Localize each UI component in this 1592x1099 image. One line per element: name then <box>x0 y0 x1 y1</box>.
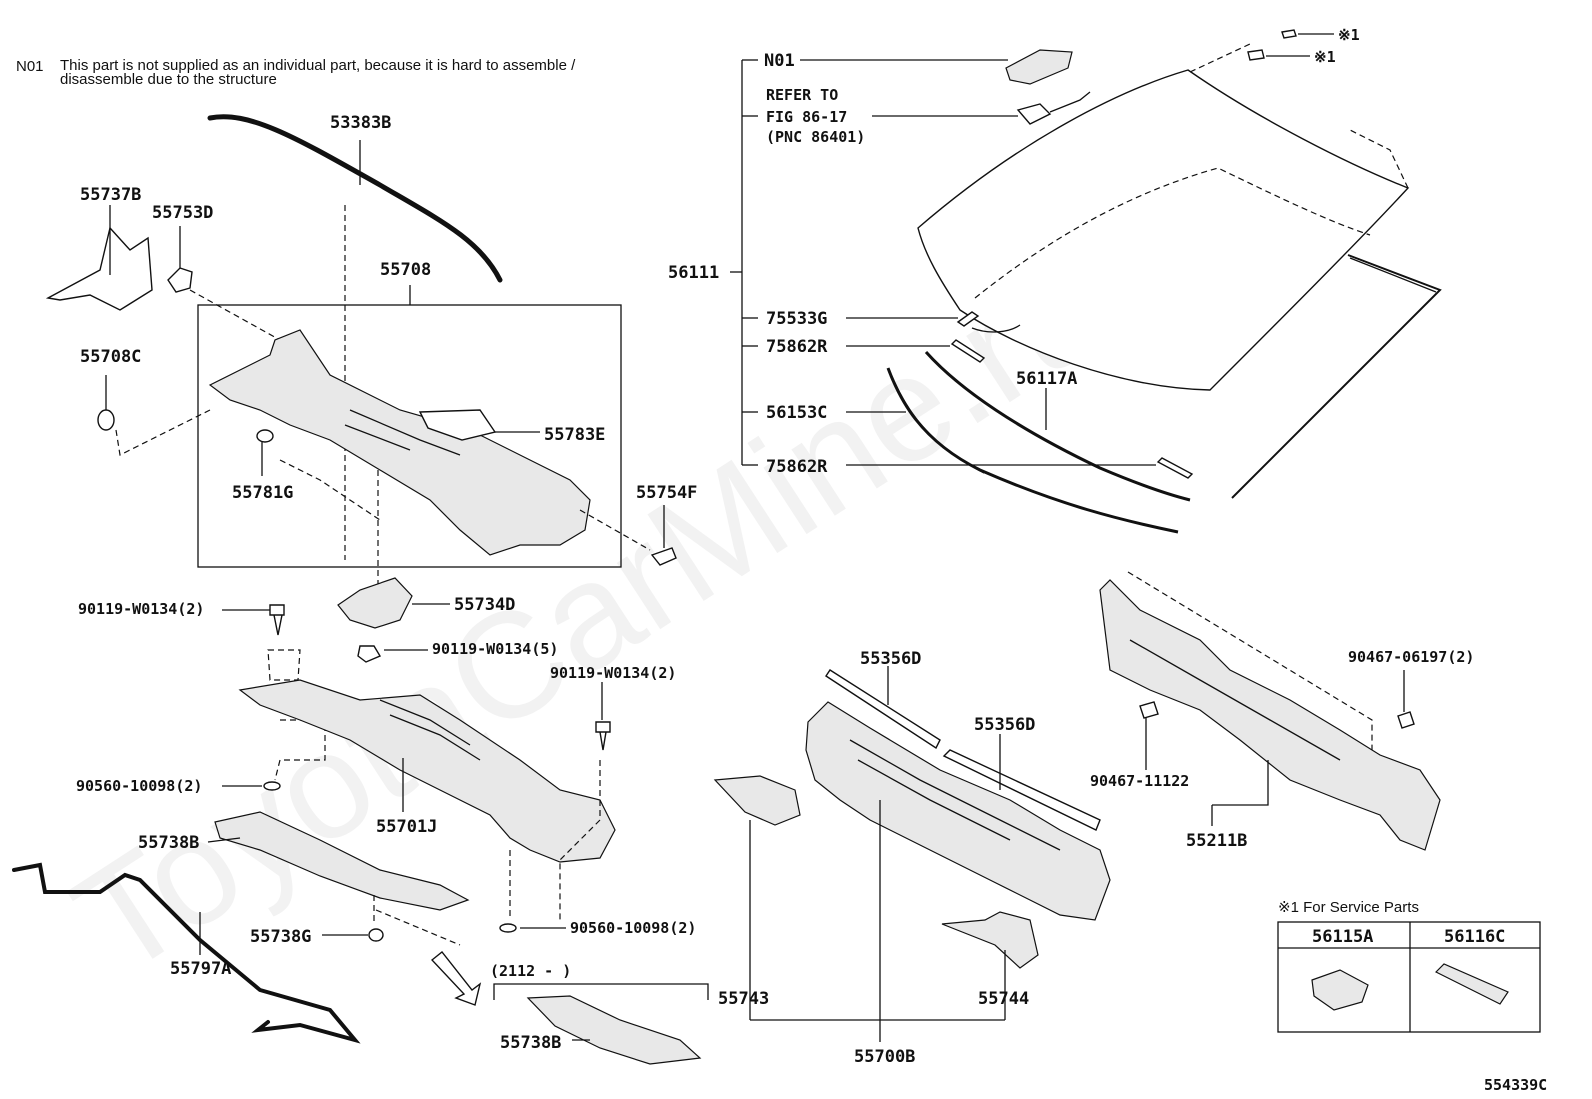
label-56117A: 56117A <box>1016 369 1077 389</box>
part-75862R-a <box>950 339 986 363</box>
part-56117A-lower <box>924 350 1191 502</box>
part-55211B-cowl-reinforcement <box>1099 579 1441 851</box>
part-55708-cowl-top <box>208 329 591 556</box>
label-53383B: 53383B <box>330 113 391 133</box>
part-55781G-clip <box>256 429 274 443</box>
part-56111-windshield-glass <box>917 69 1410 391</box>
label-90119-W0134-2b: 90119-W0134(2) <box>550 664 676 682</box>
label-90560-10098-a: 90560-10098(2) <box>76 777 202 795</box>
part-55753D-clip <box>167 267 193 293</box>
label-55743: 55743 <box>718 989 769 1009</box>
note-line-1: This part is not supplied as an individu… <box>60 57 576 74</box>
note-code: N01 <box>16 58 44 75</box>
clip-90560-b <box>499 923 517 933</box>
label-55700B: 55700B <box>854 1047 915 1067</box>
part-55356D-strip-a <box>825 669 941 750</box>
part-75533G-strip <box>956 311 980 327</box>
group-55708-box <box>197 304 622 568</box>
label-55734D: 55734D <box>454 595 515 615</box>
label-55738B: 55738B <box>138 833 199 853</box>
reference-line-3: (PNC 86401) <box>766 128 865 146</box>
part-56116C-spacer <box>1434 963 1509 1005</box>
service-table <box>1277 921 1541 1033</box>
note-line-2: disassemble due to the structure <box>60 71 277 88</box>
part-56117A-moulding <box>1231 254 1442 499</box>
label-55783E: 55783E <box>544 425 605 445</box>
part-55738B-seal <box>214 811 470 911</box>
part-55734D-duct <box>337 577 413 629</box>
part-55754F-bracket <box>650 547 677 566</box>
bolt-90119-b <box>357 645 382 663</box>
label-mark1-b: ※1 <box>1314 48 1336 66</box>
label-90467-06197: 90467-06197(2) <box>1348 648 1474 666</box>
label-55708: 55708 <box>380 260 431 280</box>
label-55708C: 55708C <box>80 347 141 367</box>
label-mark1-a: ※1 <box>1338 26 1360 44</box>
part-55708C-clip <box>97 409 115 431</box>
label-55781G: 55781G <box>232 483 293 503</box>
label-90119-W0134-2a: 90119-W0134(2) <box>78 600 204 618</box>
service-table-title: ※1 For Service Parts <box>1278 899 1419 916</box>
part-mark1-b <box>1247 49 1265 61</box>
part-53383B-strip <box>207 114 503 283</box>
part-sensor-86401 <box>1016 103 1052 125</box>
service-table-col-1: 56115A <box>1312 927 1373 947</box>
figure-code: 554339C <box>1484 1076 1547 1094</box>
clip-90467-11122 <box>1139 701 1159 719</box>
label-55797A: 55797A <box>170 959 231 979</box>
part-55744-bracket <box>941 911 1039 969</box>
bolt-90119-c <box>595 721 611 751</box>
label-55744: 55744 <box>978 989 1029 1009</box>
label-55737B: 55737B <box>80 185 141 205</box>
label-55753D: 55753D <box>152 203 213 223</box>
part-55737B-bracket <box>45 226 153 311</box>
label-56111: 56111 <box>668 263 719 283</box>
label-90560-10098-b: 90560-10098(2) <box>570 919 696 937</box>
label-90467-11122: 90467-11122 <box>1090 772 1189 790</box>
part-75862R-b <box>1156 457 1194 479</box>
part-55743-bracket <box>713 775 801 826</box>
label-90119-W0134-5: 90119-W0134(5) <box>432 640 558 658</box>
label-55356D-a: 55356D <box>860 649 921 669</box>
clip-90467-06197 <box>1397 711 1415 729</box>
label-N01: N01 <box>764 51 795 71</box>
reference-line-1: REFER TO <box>766 86 838 104</box>
label-55738B-variant: 55738B <box>500 1033 561 1053</box>
label-55701J: 55701J <box>376 817 437 837</box>
service-table-col-2: 56116C <box>1444 927 1505 947</box>
label-55356D-b: 55356D <box>974 715 1035 735</box>
reference-line-2: FIG 86-17 <box>766 108 847 126</box>
part-55356D-strip-b <box>942 749 1101 831</box>
label-56153C: 56153C <box>766 403 827 423</box>
part-55738G-clip <box>368 928 384 942</box>
part-55700B-cowl <box>805 701 1111 921</box>
label-75862R-b: 75862R <box>766 457 828 477</box>
label-55738G: 55738G <box>250 927 311 947</box>
label-55754F: 55754F <box>636 483 697 503</box>
watermark-text: ToyotaCarMine.ru <box>46 221 1130 1007</box>
label-55211B: 55211B <box>1186 831 1247 851</box>
part-55783E-cover <box>418 409 497 441</box>
label-date-range: (2112 - ) <box>490 962 571 980</box>
clip-90560-a <box>263 781 281 791</box>
part-55738B-variant <box>526 995 702 1065</box>
part-55701J-cowl-panel <box>238 679 616 863</box>
part-56153C-seal <box>886 367 1179 534</box>
label-75862R-a: 75862R <box>766 337 828 357</box>
part-mark1-a <box>1281 29 1297 39</box>
label-75533G: 75533G <box>766 309 827 329</box>
part-56115A-clip <box>1311 969 1369 1011</box>
bolt-90119-a <box>269 604 285 636</box>
arrow-variant-indicator <box>430 951 482 1006</box>
part-N01-bracket <box>1005 49 1073 85</box>
